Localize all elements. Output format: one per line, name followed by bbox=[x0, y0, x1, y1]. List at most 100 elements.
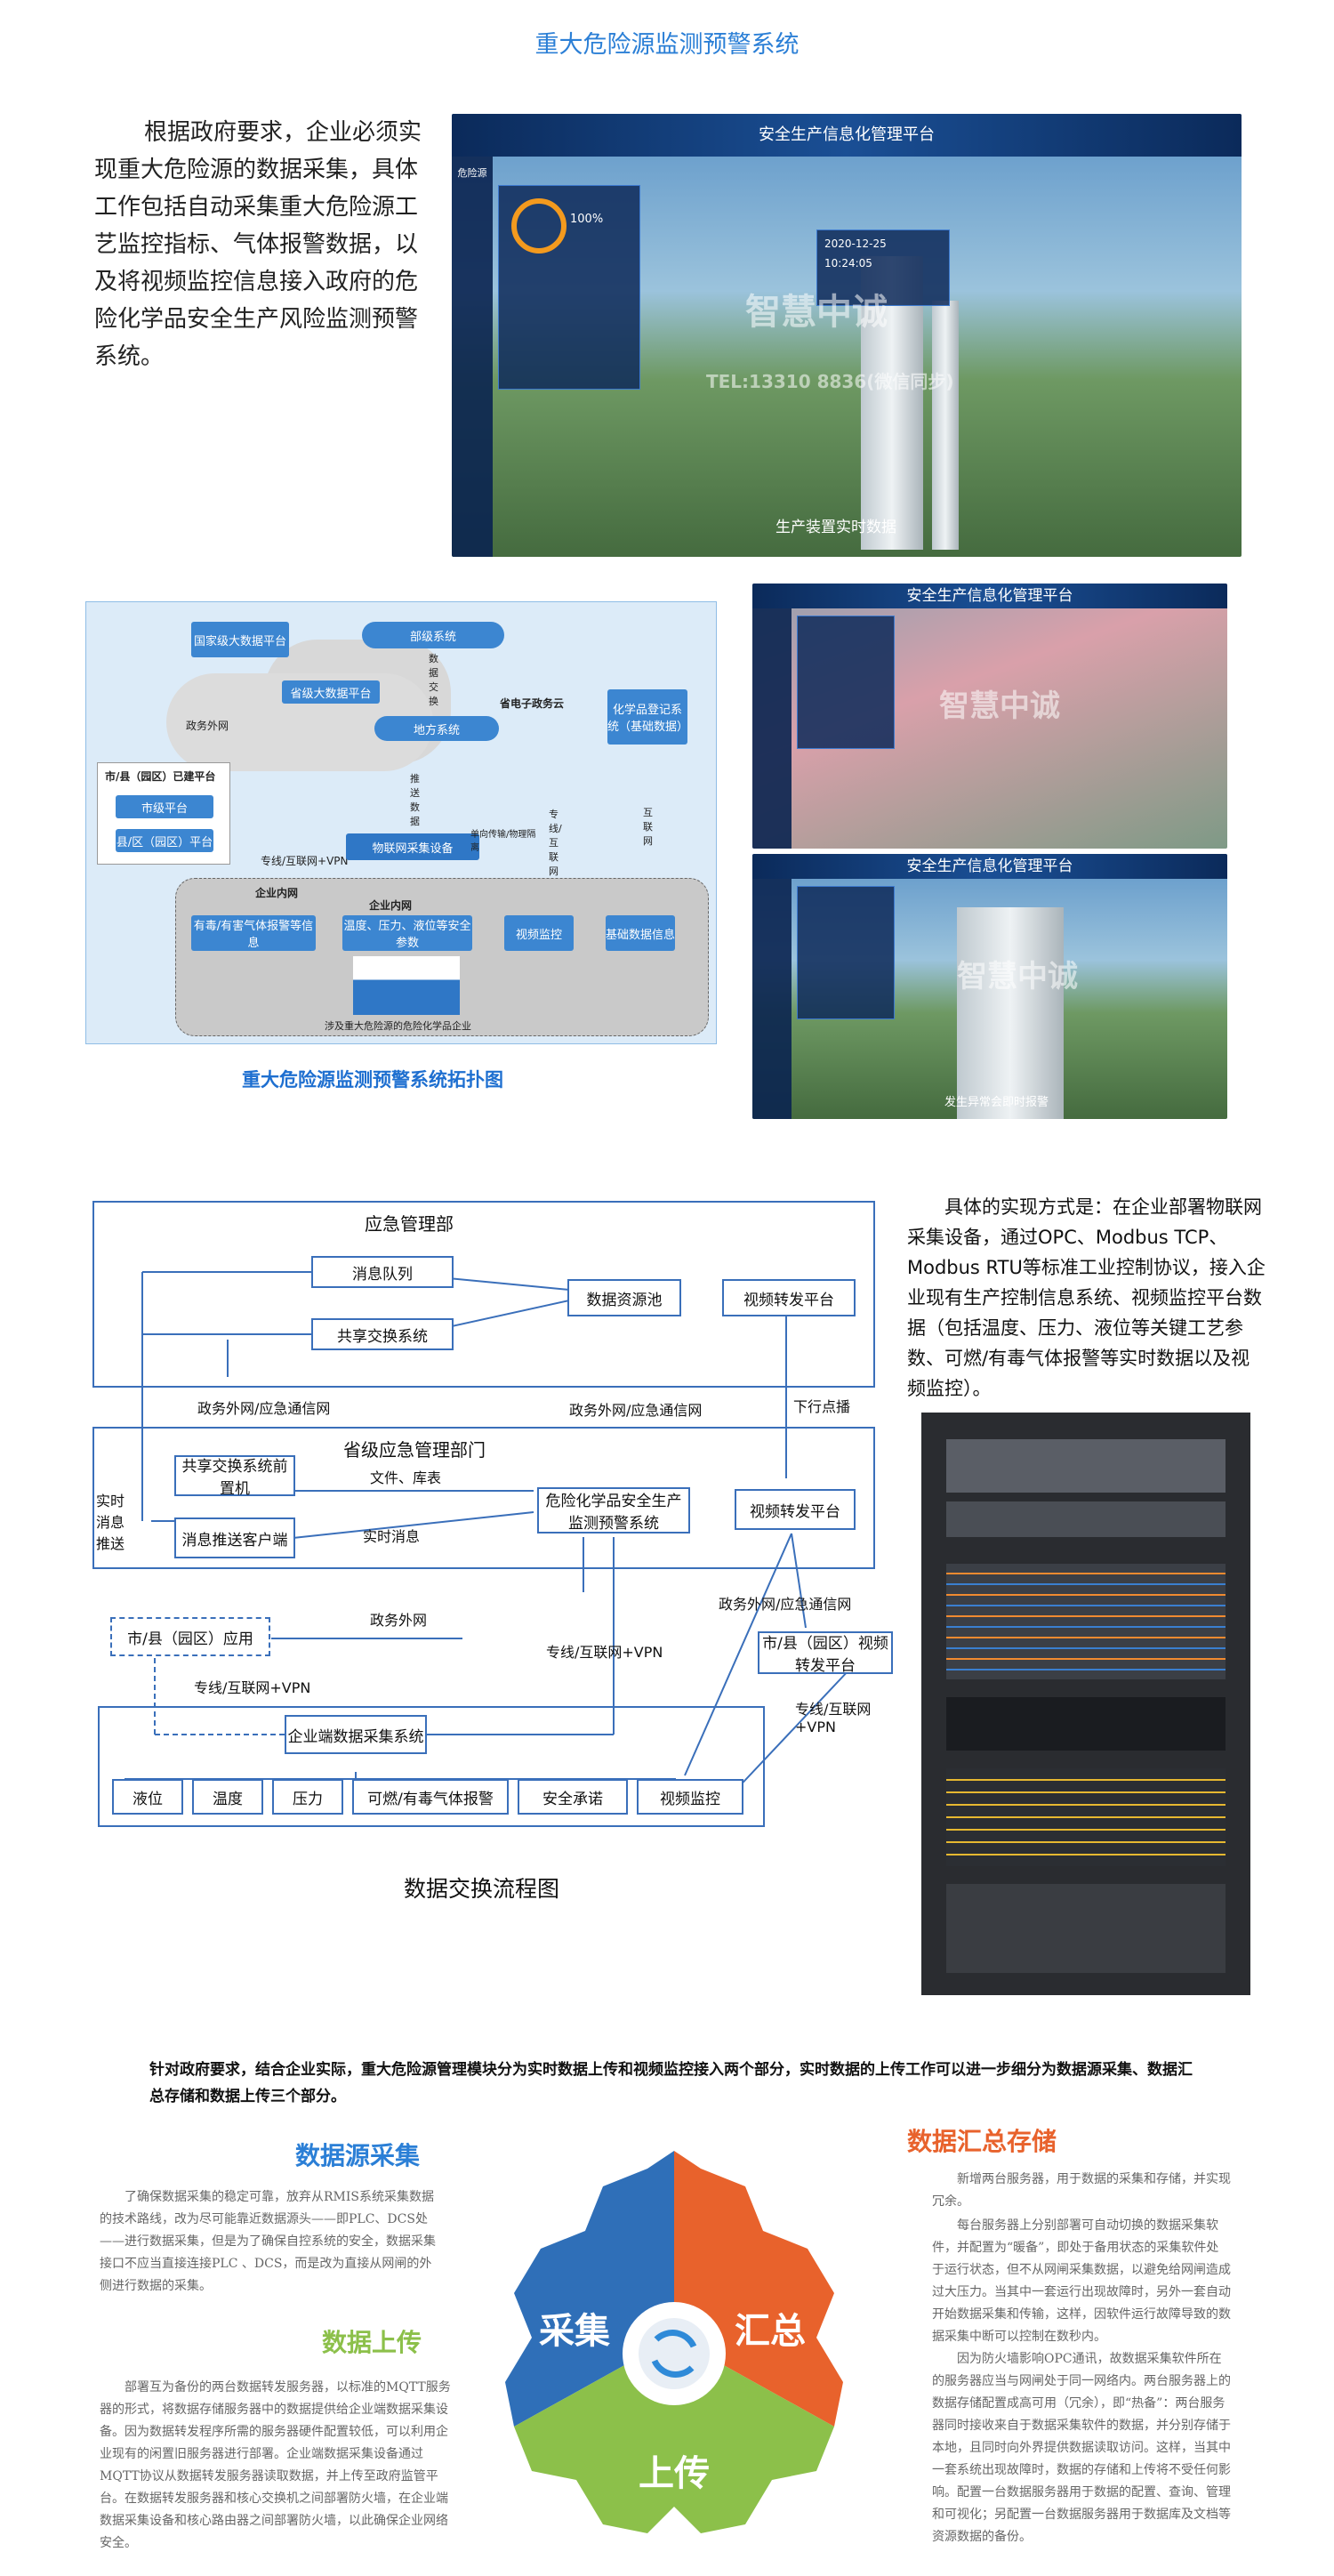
item-pressure: 压力 bbox=[272, 1779, 343, 1815]
cable-bundle bbox=[946, 1564, 1226, 1679]
iot-device: 物联网采集设备 bbox=[346, 833, 479, 860]
flow-caption: 数据交换流程图 bbox=[404, 1876, 560, 1902]
summary-paragraph: 针对政府要求，结合企业实际，重大危险源管理模块分为实时数据上传和视频监控接入两个… bbox=[149, 2061, 1193, 2105]
process-params-box: 温度、压力、液位等安全参数 bbox=[342, 915, 472, 951]
intro-paragraph: 根据政府要求，企业必须实现重大危险源的数据采集，具体工作包括自动采集重大危险源工… bbox=[94, 119, 422, 370]
storage-text-2: 每台服务器上分别部署可自动切换的数据采集软件，并配置为“暖备”，即处于备用状态的… bbox=[932, 2218, 1231, 2344]
rack-unit-1 bbox=[946, 1439, 1226, 1493]
upload-text: 部署互为备份的两台数据转发服务器，以标准的MQTT服务器的形式，将数据存储服务器… bbox=[100, 2380, 451, 2550]
province-cloud-label: 省电子政务云 bbox=[500, 697, 565, 710]
enterprise-net-label-2: 企业内网 bbox=[369, 899, 413, 912]
gauge-ring bbox=[511, 198, 567, 254]
iot-note: 单向传输/物理隔离 bbox=[470, 830, 536, 853]
topology-caption: 重大危险源监测预警系统拓扑图 bbox=[242, 1069, 503, 1091]
panel-percent: 100% bbox=[570, 213, 604, 226]
basic-data-box: 基础数据信息 bbox=[606, 915, 675, 951]
downlink-label: 下行点播 bbox=[793, 1398, 851, 1415]
msg-client: 消息推送客户端 bbox=[174, 1517, 295, 1558]
push-label: 推送数据 bbox=[410, 773, 420, 827]
screenshot-b-panel bbox=[797, 616, 895, 749]
server-rack-photo bbox=[921, 1413, 1250, 1995]
emergency-dept-title: 应急管理部 bbox=[338, 1206, 480, 1238]
ent-collect: 企业端数据采集系统 bbox=[285, 1715, 427, 1754]
county-platform: 县/区（园区）平台 bbox=[116, 829, 213, 852]
watermark: 智慧中诚 bbox=[745, 292, 888, 333]
prov-video: 视频转发平台 bbox=[735, 1489, 856, 1530]
panel-time: 10:24:05 bbox=[824, 257, 872, 270]
rack-unit-3 bbox=[946, 1697, 1226, 1751]
cycle-upload: 上传 bbox=[639, 2453, 710, 2494]
cycle-collect: 采集 bbox=[539, 2311, 610, 2352]
city-video: 市/县（园区）视频转发平台 bbox=[758, 1631, 893, 1675]
platform-title-bar: 安全生产信息化管理平台 bbox=[452, 114, 1242, 157]
vpn-label: 专线/互联网+VPN bbox=[261, 855, 349, 867]
factory-icon bbox=[353, 956, 460, 1015]
city-app: 市/县（园区）应用 bbox=[110, 1617, 270, 1656]
screenshot-caption: 生产装置实时数据 bbox=[775, 519, 896, 536]
prov-dept-title: 省级应急管理部门 bbox=[343, 1439, 486, 1461]
enterprise-frame bbox=[98, 1706, 765, 1827]
implementation-text: 具体的实现方式是：在企业部署物联网采集设备，通过OPC、Modbus TCP、M… bbox=[907, 1196, 1266, 1399]
rack-unit-4 bbox=[946, 1884, 1226, 1973]
screenshot-c-sidebar bbox=[752, 879, 792, 1119]
screenshot-c-caption: 发生异常会即时报警 bbox=[944, 1096, 1049, 1109]
local-system: 地方系统 bbox=[374, 716, 499, 741]
video-platform-top: 视频转发平台 bbox=[722, 1279, 856, 1316]
gov-network-label: 政务外网 bbox=[186, 720, 229, 732]
source-text: 了确保数据采集的稳定可靠，放弃从RMIS系统采集数据的技术路线，改为尽可能靠近数… bbox=[100, 2190, 436, 2293]
realtime-push-label: 实时消息推送 bbox=[96, 1493, 125, 1552]
screenshot-c-building bbox=[957, 907, 1064, 1119]
platform-screenshot-c: 安全生产信息化管理平台 智慧中诚 发生异常会即时报警 bbox=[752, 854, 1227, 1119]
cable-bundle-2 bbox=[946, 1768, 1226, 1866]
chem-system: 危险化学品安全生产监测预警系统 bbox=[537, 1487, 690, 1534]
national-platform: 国家级大数据平台 bbox=[191, 622, 289, 657]
gov-net-right: 政务外网/应急通信网 bbox=[569, 1402, 703, 1419]
data-pool: 数据资源池 bbox=[567, 1279, 681, 1316]
screenshot-c-title: 安全生产信息化管理平台 bbox=[752, 854, 1227, 879]
item-gas-alarm: 可燃/有毒气体报警 bbox=[352, 1779, 509, 1815]
enterprise-net-label: 企业内网 bbox=[255, 887, 299, 899]
device-info-panel: 2020-12-25 10:24:05 bbox=[816, 229, 950, 306]
flow-diagram: 应急管理部 消息队列 共享交换系统 数据资源池 视频转发平台 政务外网/应急通信… bbox=[0, 0, 893, 1868]
storage-text-1: 新增两台服务器，用于数据的采集和存储，并实现冗余。 bbox=[932, 2172, 1231, 2209]
upload-title: 数据上传 bbox=[322, 2328, 422, 2357]
realtime-msg-label: 实时消息 bbox=[363, 1528, 421, 1545]
source-title: 数据源采集 bbox=[295, 2141, 421, 2170]
screenshot-b-title: 安全生产信息化管理平台 bbox=[752, 584, 1227, 608]
internet-label: 互联网 bbox=[643, 807, 653, 847]
sidebar-title: 危险源 bbox=[457, 167, 487, 179]
item-temp: 温度 bbox=[192, 1779, 263, 1815]
stats-panel: 100% bbox=[498, 185, 640, 390]
share-system: 共享交换系统 bbox=[311, 1318, 454, 1350]
chem-registry: 化学品登记系统（基础数据） bbox=[607, 689, 688, 745]
provincial-platform: 省级大数据平台 bbox=[282, 680, 380, 704]
vpn-mid-label: 专线/互联网+VPN bbox=[546, 1644, 663, 1661]
rack-unit-2 bbox=[946, 1501, 1226, 1537]
ministry-system: 部级系统 bbox=[362, 622, 504, 648]
gov-net-emg-label: 政务外网/应急通信网 bbox=[719, 1596, 852, 1613]
platform-sidebar: 危险源 bbox=[452, 157, 493, 557]
cycle-graphic: 采集 汇总 上传 bbox=[487, 2133, 861, 2542]
emergency-dept-frame bbox=[92, 1201, 875, 1388]
screenshot-b-sidebar bbox=[752, 608, 792, 849]
platform-screenshot-b: 安全生产信息化管理平台 智慧中诚 bbox=[752, 584, 1227, 849]
gov-net-left: 政务外网/应急通信网 bbox=[197, 1400, 331, 1417]
storage-text-3: 因为防火墙影响OPC通讯，故数据采集软件所在的服务器应当与网闸处于同一网络内。两… bbox=[932, 2352, 1231, 2544]
flow-arrows bbox=[125, 1271, 851, 1794]
vpn-right-label: 专线/互联网+VPN bbox=[795, 1701, 872, 1735]
screenshot-c-watermark: 智慧中诚 bbox=[957, 959, 1078, 994]
cycle-gear-svg bbox=[505, 2151, 843, 2533]
enterprise-label: 涉及重大危险源的危险化学品企业 bbox=[325, 1020, 471, 1032]
pipe-column bbox=[932, 301, 959, 550]
screenshot-b-watermark: 智慧中诚 bbox=[939, 688, 1060, 724]
platform-screenshot-main: 安全生产信息化管理平台 危险源 100% 2020-12-25 10:24:05… bbox=[452, 114, 1242, 557]
cycle-aggregate: 汇总 bbox=[735, 2311, 806, 2352]
page-title: 重大危险源监测预警系统 bbox=[534, 31, 800, 59]
item-video: 视频监控 bbox=[637, 1779, 743, 1815]
panel-date: 2020-12-25 bbox=[824, 237, 887, 250]
item-level: 液位 bbox=[112, 1779, 183, 1815]
watermark-phone: TEL:13310 8836(微信同步) bbox=[706, 371, 954, 392]
storage-title: 数据汇总存储 bbox=[907, 2127, 1057, 2156]
vpn-left-label: 专线/互联网+VPN bbox=[194, 1679, 311, 1696]
exchange-label-1: 数据交换 bbox=[429, 653, 438, 707]
